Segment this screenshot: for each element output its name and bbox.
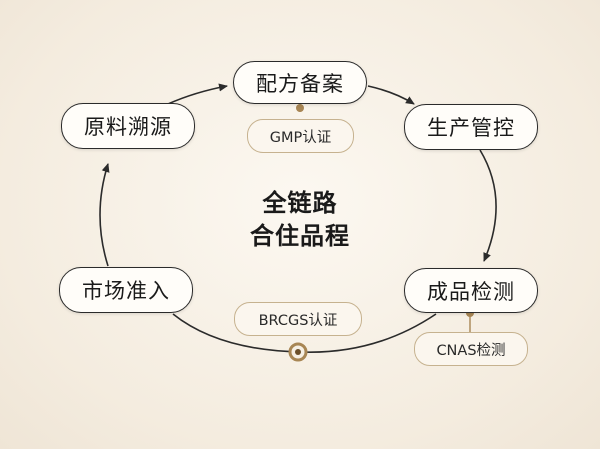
tag-cnas-label: CNAS检测 [436, 342, 506, 359]
tag-gmp: GMP认证 [247, 119, 354, 153]
node-production[interactable]: 生产管控 [404, 104, 538, 150]
node-production-label: 生产管控 [427, 116, 515, 140]
dot-formula-gmp [296, 104, 304, 112]
node-sourcing[interactable]: 原料溯源 [61, 103, 195, 149]
node-formula[interactable]: 配方备案 [233, 61, 367, 104]
node-market[interactable]: 市场准入 [59, 267, 193, 313]
tag-brcgs-label: BRCGS认证 [258, 312, 338, 329]
center-title-line2: 合住品程 [250, 222, 350, 250]
arrow-formula-to-production [367, 85, 415, 105]
ring-brcgs-center [295, 349, 301, 355]
tag-gmp-label: GMP认证 [269, 129, 332, 146]
tag-cnas: CNAS检测 [414, 332, 528, 366]
node-sourcing-label: 原料溯源 [84, 115, 172, 139]
arrow-market-to-sourcing [99, 163, 110, 267]
arrow-production-to-inspection [479, 149, 497, 262]
center-title-line1: 全链路 [262, 189, 338, 217]
node-formula-label: 配方备案 [256, 71, 344, 96]
arrow-sourcing-to-formula [167, 83, 228, 105]
node-market-label: 市场准入 [82, 279, 170, 303]
tag-brcgs: BRCGS认证 [234, 302, 362, 336]
node-inspection-label: 成品检测 [427, 279, 515, 304]
node-inspection[interactable]: 成品检测 [404, 268, 538, 313]
